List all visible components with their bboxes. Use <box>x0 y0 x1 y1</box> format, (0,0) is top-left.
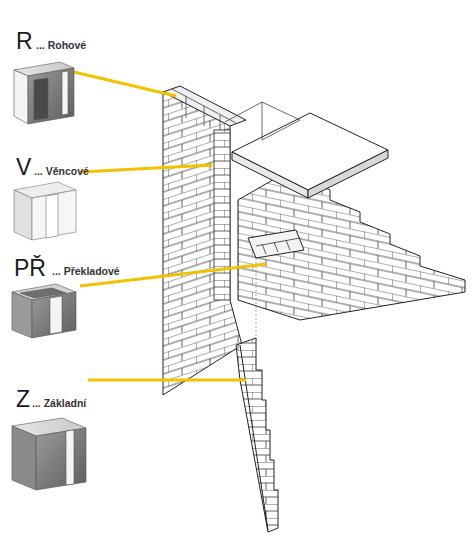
block-name: ... Překladové <box>52 266 120 277</box>
lintel <box>248 230 304 258</box>
block-name: ... Základní <box>32 398 86 409</box>
opening-edge <box>256 258 257 340</box>
block-code: V <box>16 156 31 179</box>
stepped-wall <box>238 170 465 320</box>
corner-column <box>214 130 230 300</box>
ring-block-icon <box>14 182 76 240</box>
lintel-block-icon <box>12 284 76 338</box>
block-code: PŘ <box>14 257 46 280</box>
lower-wall-edge <box>240 345 268 530</box>
basic-block-icon <box>12 418 86 490</box>
corner-block-icon <box>14 62 74 124</box>
floor-slab <box>232 113 388 190</box>
slab-edge <box>308 150 388 198</box>
block-code: Z <box>16 388 30 411</box>
lower-wall <box>236 338 278 532</box>
wall-face <box>163 92 242 395</box>
ring-blocks <box>172 89 300 140</box>
block-code: R <box>16 30 33 53</box>
slab-edge <box>232 152 308 198</box>
leader-line <box>74 72 266 380</box>
lintel-rebar <box>256 238 300 254</box>
block-name: ... Věncové <box>34 166 89 177</box>
block-name: ... Rohové <box>36 40 86 51</box>
